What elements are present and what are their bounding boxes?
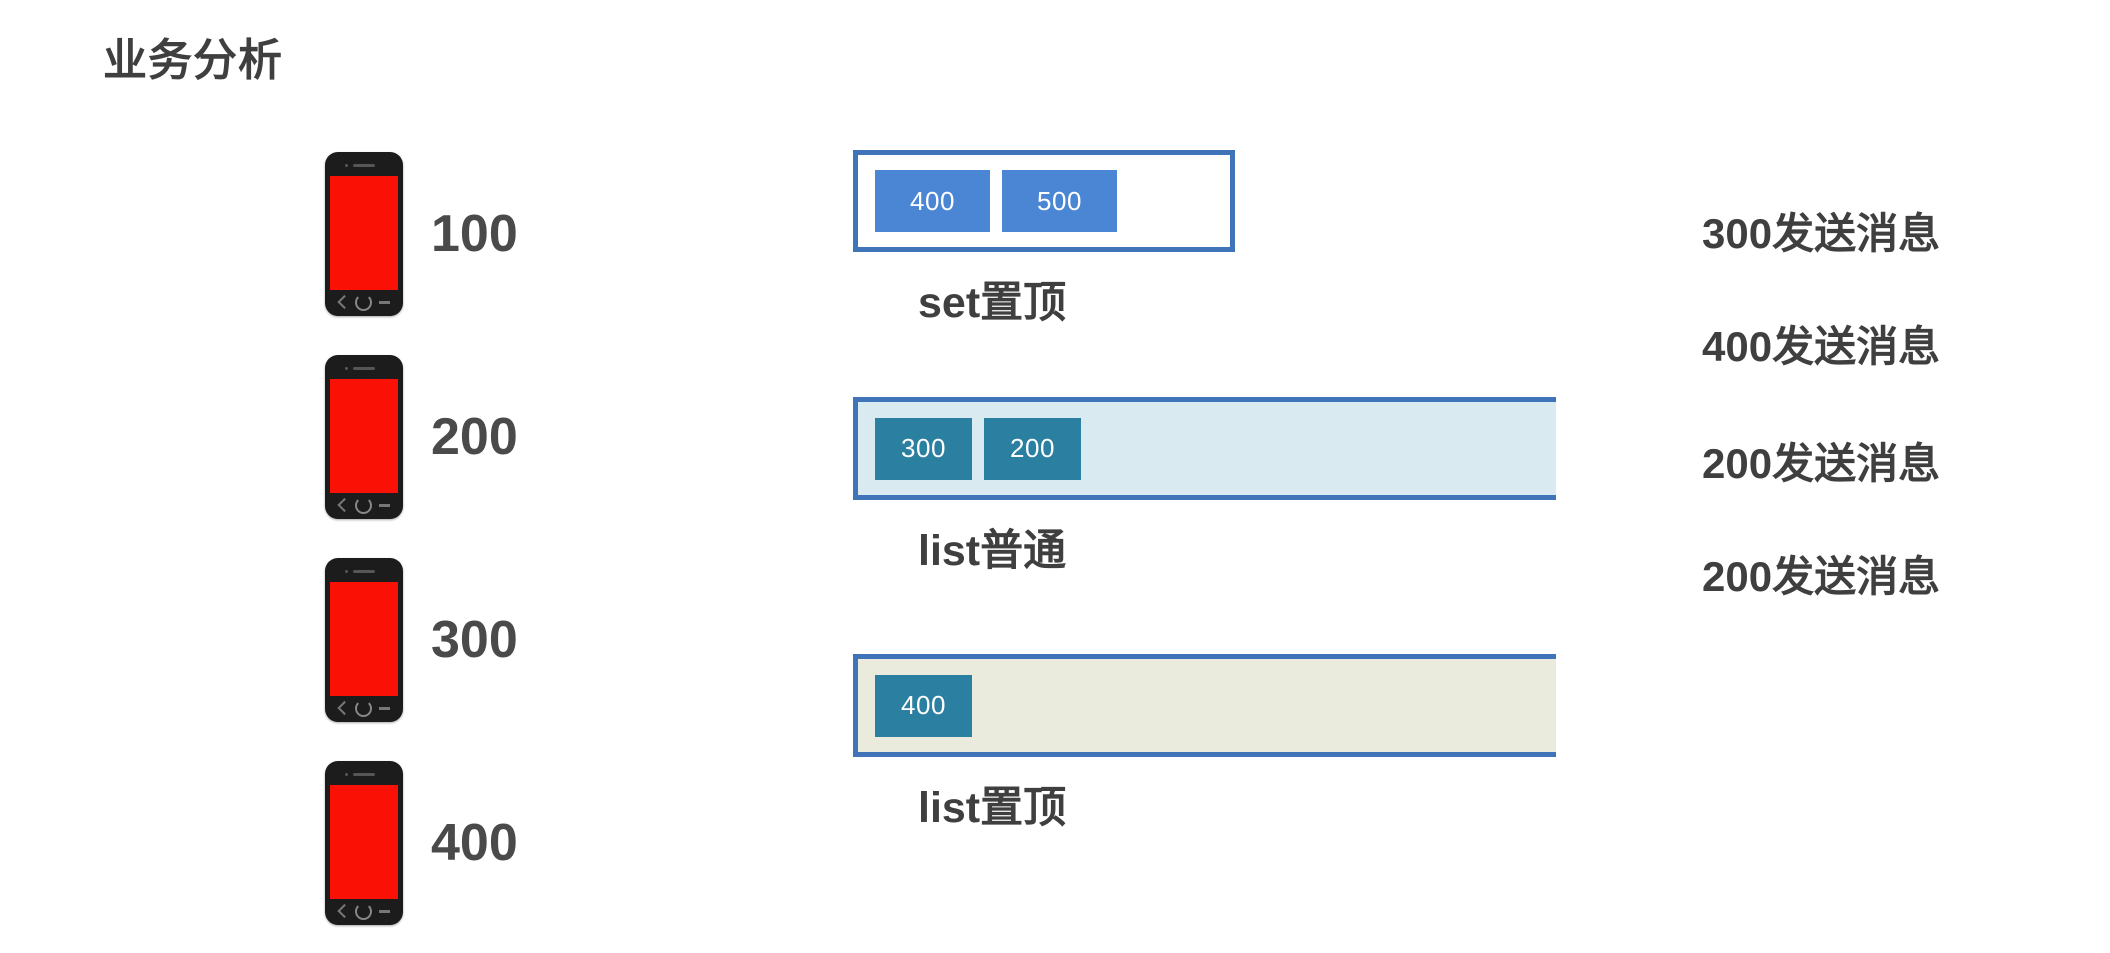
device-value: 300 — [431, 611, 518, 669]
back-icon — [336, 497, 352, 513]
structure-cell: 300 — [875, 417, 972, 480]
device-row: 200 — [325, 353, 518, 521]
message-line: 400发送消息 — [1702, 323, 1941, 370]
phone-camera-icon — [345, 773, 348, 776]
message-line: 200发送消息 — [1702, 440, 1941, 487]
device-value: 400 — [431, 814, 518, 872]
phone-screen — [330, 379, 398, 493]
phone-nav-bar — [325, 698, 403, 718]
device-value: 100 — [431, 205, 518, 263]
message-line: 300发送消息 — [1702, 210, 1941, 257]
device-list: 100 200 300 — [325, 150, 625, 940]
menu-icon — [379, 909, 391, 913]
phone-earpiece-icon — [353, 164, 375, 167]
phone-camera-icon — [345, 367, 348, 370]
phone-nav-bar — [325, 292, 403, 312]
phone-earpiece-icon — [353, 773, 375, 776]
phone-earpiece-icon — [353, 570, 375, 573]
phone-nav-bar — [325, 901, 403, 921]
device-row: 400 — [325, 759, 518, 927]
device-value: 200 — [431, 408, 518, 466]
back-icon — [336, 700, 352, 716]
structure-cell: 400 — [875, 674, 972, 737]
home-icon — [354, 699, 372, 717]
structure-label: set置顶 — [918, 279, 1067, 327]
structure-container: 400 — [853, 654, 1556, 757]
phone-screen — [330, 582, 398, 696]
structure-cell: 200 — [984, 417, 1081, 480]
smartphone-icon — [325, 355, 403, 519]
structure-cell: 500 — [1002, 170, 1117, 232]
phone-camera-icon — [345, 164, 348, 167]
home-icon — [354, 496, 372, 514]
back-icon — [336, 294, 352, 310]
phone-nav-bar — [325, 495, 403, 515]
structure-cell: 400 — [875, 170, 990, 232]
structure-container: 400 500 — [853, 150, 1235, 252]
structure-list-normal: 300 200 list普通 — [853, 397, 1556, 578]
message-line: 200发送消息 — [1702, 553, 1941, 600]
smartphone-icon — [325, 558, 403, 722]
device-row: 300 — [325, 556, 518, 724]
menu-icon — [379, 706, 391, 710]
page-title: 业务分析 — [103, 36, 283, 85]
menu-icon — [379, 300, 391, 304]
structure-container: 300 200 — [853, 397, 1556, 500]
phone-screen — [330, 176, 398, 290]
phone-earpiece-icon — [353, 367, 375, 370]
back-icon — [336, 903, 352, 919]
home-icon — [354, 293, 372, 311]
structure-list-top: 400 list置顶 — [853, 654, 1556, 835]
home-icon — [354, 902, 372, 920]
smartphone-icon — [325, 761, 403, 925]
menu-icon — [379, 503, 391, 507]
structure-label: list普通 — [918, 527, 1067, 575]
structure-label: list置顶 — [918, 784, 1067, 832]
phone-screen — [330, 785, 398, 899]
structure-set-top: 400 500 set置顶 — [853, 150, 1235, 330]
phone-camera-icon — [345, 570, 348, 573]
device-row: 100 — [325, 150, 518, 318]
smartphone-icon — [325, 152, 403, 316]
